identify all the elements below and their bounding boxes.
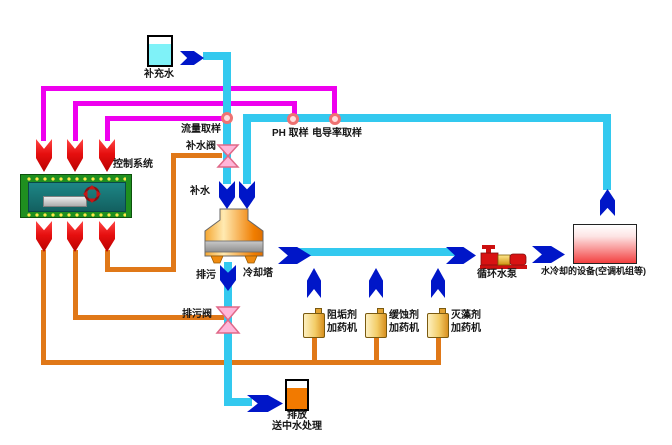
control-line-makeup-horizontal2 [171, 153, 222, 158]
signal-line-1-horizontal [41, 86, 337, 91]
arrow-equipment-return-icon [600, 189, 615, 216]
pipe-tower-to-pump [292, 248, 456, 256]
control-line-blowdown-horizontal [73, 315, 226, 320]
control-riser-doser-1 [312, 338, 317, 360]
arrow-pump-to-equipment-icon [532, 246, 565, 263]
signal-line-3-vertical [105, 117, 110, 141]
doser-2-device-label: 加药机 [389, 323, 419, 334]
doser-3-device-label: 加药机 [451, 323, 481, 334]
pump-label: 循环水泵 [477, 269, 517, 280]
cooled-equipment-box [573, 224, 637, 264]
arrow-doser-2-inject-icon [369, 268, 383, 298]
control-riser-doser-3 [436, 338, 441, 360]
drain-label: 排放 [287, 410, 307, 421]
pipe-blowdown-elbow [224, 398, 252, 406]
arrow-doser-1-inject-icon [307, 268, 321, 298]
blowdown-valve-icon [215, 306, 241, 334]
pipe-return-riser-right [603, 114, 611, 190]
signal-line-2-drop [292, 101, 297, 116]
makeup-label: 补水 [190, 186, 210, 197]
makeup-valve-label: 补水阀 [186, 141, 216, 152]
signal-arrow-in-2-icon [67, 139, 83, 172]
flow-sampling-label: 流量取样 [181, 124, 221, 135]
control-line-dosing-horizontal [41, 360, 441, 365]
doser-2-agent-label: 缓蚀剂 [389, 310, 419, 321]
board-display-slot [43, 196, 87, 207]
doser-corrosion-inhibitor [365, 308, 387, 338]
arrow-tower-outlet-icon [278, 247, 311, 264]
control-line-makeup-riser [171, 153, 176, 272]
control-line-makeup-horizontal1 [105, 267, 176, 272]
signal-arrow-in-3-icon [99, 139, 115, 172]
control-system-board [20, 174, 132, 218]
signal-arrow-out-1-icon [36, 221, 52, 252]
signal-line-1-drop [332, 86, 337, 116]
signal-line-3-horizontal [105, 116, 229, 121]
board-led-row-top [26, 176, 126, 182]
control-line-dosing-vertical [41, 250, 46, 365]
control-system-label: 控制系统 [113, 159, 153, 170]
signal-line-2-horizontal [73, 101, 297, 106]
doser-spout-icon [439, 308, 446, 314]
makeup-valve-icon [216, 144, 240, 168]
makeup-tank-label: 补充水 [144, 69, 174, 80]
equipment-label: 水冷却的设备(空调机组等) [541, 266, 646, 276]
arrow-doser-3-inject-icon [431, 268, 445, 298]
signal-line-1-vertical [41, 87, 46, 141]
makeup-water-fill [149, 44, 171, 65]
doser-spout-icon [377, 308, 384, 314]
arrow-into-pump-icon [446, 247, 476, 264]
doser-3-agent-label: 灭藻剂 [451, 310, 481, 321]
pipe-makeup-elbow [203, 52, 231, 60]
arrow-tank-outlet-icon [180, 51, 204, 65]
doser-1-agent-label: 阻垢剂 [327, 310, 357, 321]
arrow-makeup-into-tower-icon [219, 181, 235, 209]
doser-spout-icon [315, 308, 322, 314]
control-line-blowdown-vertical [73, 250, 78, 320]
control-riser-doser-2 [374, 338, 379, 360]
arrow-return-into-tower-icon [239, 181, 255, 209]
circulating-pump-icon [480, 245, 527, 269]
drain-tank [285, 379, 309, 411]
ph-sampling-node [287, 113, 299, 125]
drain-note-label: 送中水处理 [272, 421, 322, 432]
flow-sampling-node [221, 112, 233, 124]
blowdown-valve-label: 排污阀 [182, 309, 212, 320]
cooling-tower-label: 冷却塔 [243, 268, 273, 279]
board-dpad-icon [83, 185, 101, 203]
board-led-row-bottom [26, 212, 126, 218]
cooling-tower-icon [204, 208, 264, 264]
arrow-drain-icon [247, 395, 283, 412]
doser-1-device-label: 加药机 [327, 323, 357, 334]
doser-algaecide [427, 308, 449, 338]
pipe-return-drop-to-tower [243, 114, 251, 184]
signal-arrow-out-3-icon [99, 221, 115, 252]
board-inner-panel [28, 182, 126, 212]
signal-arrow-in-1-icon [36, 139, 52, 172]
drain-tank-fill [287, 388, 307, 409]
ph-sampling-label: PH 取样 [272, 128, 309, 139]
pipe-return-horizontal [243, 114, 611, 122]
makeup-water-tank [147, 35, 173, 67]
signal-arrow-out-2-icon [67, 221, 83, 252]
control-line-makeup-vertical [105, 250, 110, 272]
doser-scale-inhibitor [303, 308, 325, 338]
conductivity-sampling-node [329, 113, 341, 125]
blowdown-label: 排污 [196, 270, 216, 281]
signal-line-2-vertical [73, 102, 78, 141]
conductivity-sampling-label: 电导率取样 [312, 128, 362, 139]
arrow-blowdown-icon [220, 265, 236, 291]
